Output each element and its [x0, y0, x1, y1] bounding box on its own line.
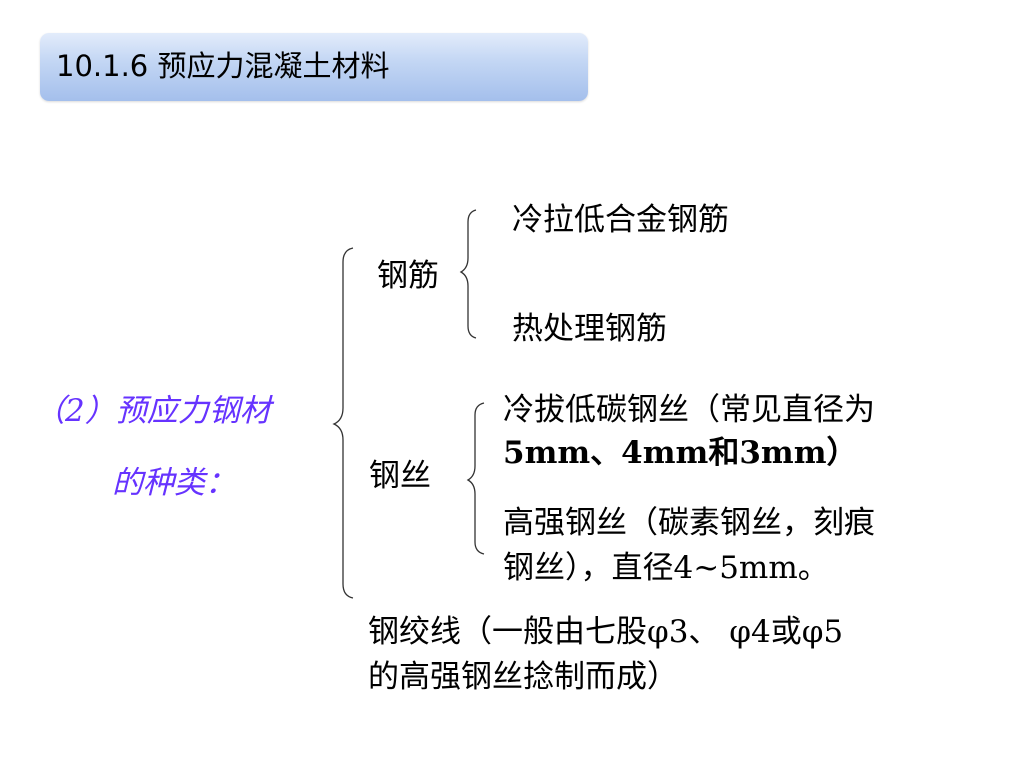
rebar-item-2: 热处理钢筋: [512, 311, 667, 347]
title-banner: [40, 33, 588, 101]
category-wire: 钢丝: [369, 458, 431, 494]
wire-brace: [466, 402, 485, 555]
wire-item-1-line1: 冷拔低碳钢丝（常见直径为: [503, 392, 875, 428]
wire-item-1-line2: 5mm、4mm和3mm）: [503, 435, 858, 471]
rebar-brace: [459, 209, 477, 339]
wire-item-2-line1: 高强钢丝（碳素钢丝，刻痕: [503, 505, 875, 541]
category-rebar: 钢筋: [377, 258, 439, 294]
strand-line1: 钢绞线（一般由七股φ3、 φ4或φ5: [368, 614, 844, 650]
strand-line2: 的高强钢丝捻制而成）: [368, 659, 678, 695]
left-label-line2: 的种类：: [112, 465, 236, 501]
main-brace: [332, 247, 354, 599]
left-label-line1: （2）预应力钢材: [34, 393, 271, 429]
wire-item-2-line2: 钢丝），直径4~5mm。: [503, 550, 829, 586]
slide-title: 10.1.6 预应力混凝土材料: [56, 49, 390, 83]
rebar-item-1: 冷拉低合金钢筋: [512, 202, 729, 238]
